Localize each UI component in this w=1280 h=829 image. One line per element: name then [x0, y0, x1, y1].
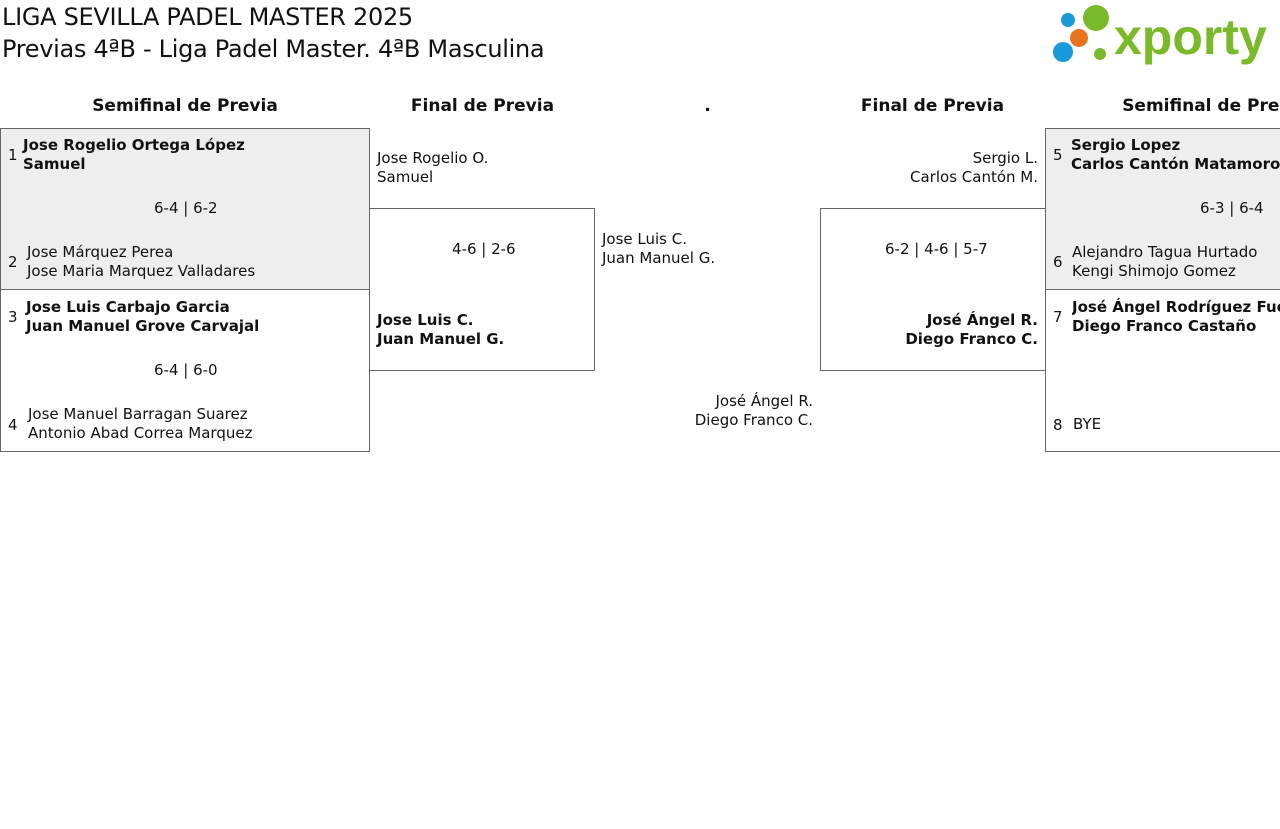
right-semifinal-1-top-slot[interactable]	[1045, 128, 1280, 290]
heading-left-semifinal: Semifinal de Previa	[92, 96, 278, 116]
match-score: 6-4 | 6-2	[154, 199, 218, 217]
team-player-2: Carlos Cantón M.	[910, 168, 1038, 186]
logo-dot-green-small	[1094, 48, 1106, 60]
team-player-2: Jose Maria Marquez Valladares	[27, 262, 256, 280]
team-player-1: Alejandro Tagua Hurtado	[1072, 243, 1258, 261]
heading-right-semifinal: Semifinal de Previa	[1122, 96, 1280, 116]
team-player-1: Jose Luis C.	[377, 311, 474, 329]
seed-number: 3	[8, 308, 18, 326]
team-player-1: Jose Manuel Barragan Suarez	[28, 405, 248, 423]
team-player-2: Diego Franco C.	[905, 330, 1038, 348]
team-player-1: Sergio L.	[972, 149, 1038, 167]
left-final-bracket[interactable]	[369, 208, 595, 371]
logo-dot-green-large	[1083, 5, 1109, 31]
left-semifinal-1-top-slot[interactable]	[0, 128, 370, 290]
logo-dot-orange	[1070, 29, 1088, 47]
right-semifinal-2[interactable]	[1045, 289, 1280, 452]
team-player-2: Kengi Shimojo Gomez	[1072, 262, 1236, 280]
team-player-2: Samuel	[23, 155, 86, 173]
seed-number: 2	[8, 253, 18, 271]
team-player-1: José Ángel Rodríguez Fuentes	[1072, 298, 1280, 316]
team-player-2: Juan Manuel G.	[602, 249, 716, 267]
heading-right-final: Final de Previa	[860, 96, 1005, 116]
heading-left-final: Final de Previa	[410, 96, 555, 116]
team-player-1: Jose Rogelio Ortega López	[23, 136, 245, 154]
match-score: 6-2 | 4-6 | 5-7	[885, 240, 988, 258]
match-score: 6-4 | 6-0	[154, 361, 218, 379]
team-player-1: Jose Márquez Perea	[27, 243, 174, 261]
left-semifinal-2[interactable]	[0, 289, 370, 452]
team-player-2: Diego Franco C.	[694, 411, 813, 429]
logo-dot-blue-large	[1053, 42, 1073, 62]
team-player-1: José Ángel R.	[715, 392, 813, 410]
seed-number: 1	[8, 146, 18, 164]
league-title: LIGA SEVILLA PADEL MASTER 2025	[2, 3, 413, 31]
xporty-logo: xporty	[1053, 5, 1267, 65]
logo-dot-blue-small	[1061, 13, 1075, 27]
seed-number: 6	[1053, 253, 1063, 271]
seed-number: 8	[1053, 416, 1063, 434]
team-player-2: Samuel	[377, 168, 434, 186]
team-player-1: Sergio Lopez	[1071, 136, 1181, 154]
seed-number: 7	[1053, 308, 1063, 326]
seed-number: 5	[1053, 146, 1063, 164]
match-score: 4-6 | 2-6	[452, 240, 516, 258]
team-player-2: Juan Manuel G.	[377, 330, 505, 348]
draw-subtitle: Previas 4ªB - Liga Padel Master. 4ªB Mas…	[2, 35, 545, 63]
team-player-1: Jose Luis C.	[602, 230, 688, 248]
logo-wordmark: xporty	[1114, 9, 1267, 65]
team-player-2: Juan Manuel Grove Carvajal	[26, 317, 260, 335]
team-player-1: Jose Luis Carbajo Garcia	[26, 298, 230, 316]
heading-center: .	[704, 96, 711, 116]
team-player-2: Antonio Abad Correa Marquez	[28, 424, 253, 442]
team-player-1: José Ángel R.	[926, 311, 1038, 329]
seed-number: 4	[8, 416, 18, 434]
team-player-2: Carlos Cantón Matamoros	[1071, 155, 1280, 173]
team-player-1: Jose Rogelio O.	[377, 149, 489, 167]
team-player-1: BYE	[1073, 415, 1102, 433]
team-player-2: Diego Franco Castaño	[1072, 317, 1257, 335]
match-score: 6-3 | 6-4	[1200, 199, 1264, 217]
